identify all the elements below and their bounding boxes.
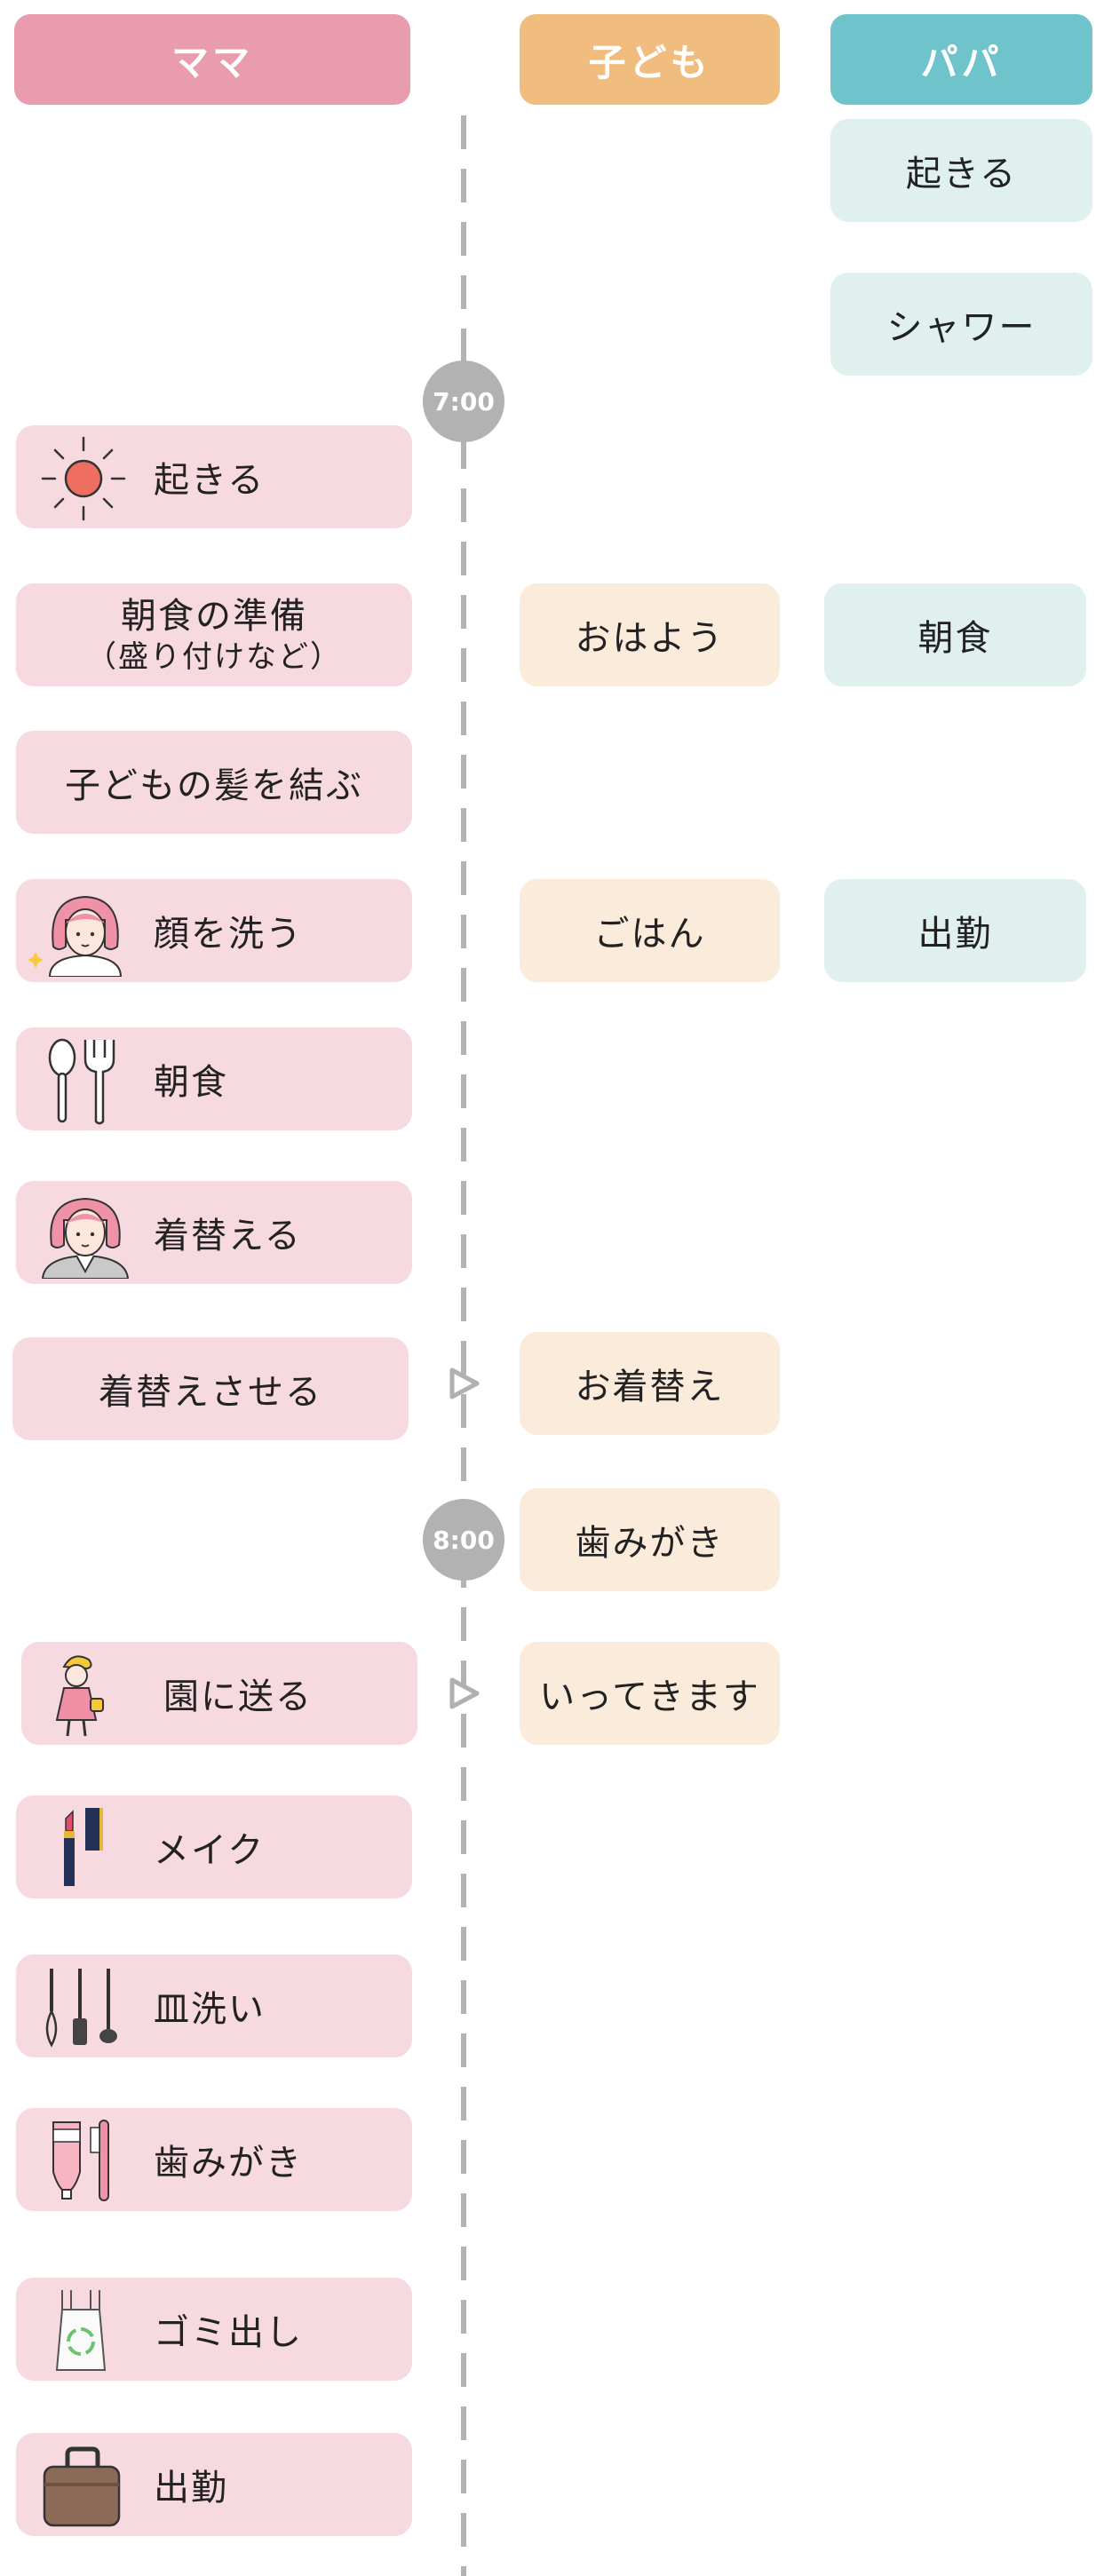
task-label: 歯みがき (154, 2143, 303, 2184)
mama-task: 朝食 (16, 1027, 412, 1130)
header-kid: 子ども (520, 14, 780, 105)
kitchen-utensils-icon (45, 1969, 117, 2048)
timeline (461, 115, 466, 2576)
header-mama: ママ (14, 14, 410, 105)
arrow-right-icon (449, 1677, 480, 1709)
kid-task: ごはん (520, 879, 780, 982)
task-label: 皿洗い (154, 1989, 266, 2030)
spoon-fork-icon (48, 1038, 115, 1125)
task-label: 顔を洗う (154, 914, 303, 955)
toothpaste-toothbrush-icon (52, 2120, 109, 2201)
task-label: 着替える (154, 1216, 302, 1256)
task-label: 出勤 (917, 914, 993, 955)
task-label: 起きる (154, 460, 266, 501)
task-label: 朝食の準備 (121, 595, 307, 637)
task-label: 着替えさせる (99, 1372, 322, 1413)
task-label: ごはん (593, 914, 706, 955)
kid-task: 歯みがき (520, 1488, 780, 1591)
mama-task: メイク (16, 1795, 412, 1898)
mama-task: 園に送る (21, 1642, 417, 1745)
kid-task: おはよう (520, 583, 780, 686)
woman-suit-icon (41, 1197, 130, 1279)
papa-task: シャワー (830, 273, 1092, 376)
task-label: メイク (154, 1830, 266, 1871)
header-papa: パパ (830, 14, 1092, 105)
mama-task: 起きる (16, 425, 412, 528)
mama-task: ゴミ出し (16, 2278, 412, 2381)
task-label: 朝食 (917, 618, 993, 659)
time-marker-7: 7:00 (423, 361, 504, 442)
arrow-right-icon (449, 1367, 480, 1399)
kid-task: お着替え (520, 1332, 780, 1435)
mama-task: 着替える (16, 1181, 412, 1284)
mama-task: 朝食の準備 （盛り付けなど） (16, 583, 412, 686)
task-label: シャワー (886, 307, 1036, 348)
mama-task: 出勤 (16, 2433, 412, 2536)
papa-task: 起きる (830, 119, 1092, 222)
papa-task: 朝食 (824, 583, 1086, 686)
task-label: 朝食 (154, 1062, 228, 1103)
task-label: 子どもの髪を結ぶ (65, 765, 363, 806)
task-label: おはよう (575, 618, 725, 659)
time-marker-8: 8:00 (423, 1499, 504, 1581)
mama-task: 子どもの髪を結ぶ (16, 731, 412, 834)
papa-task: 出勤 (824, 879, 1086, 982)
task-label: 起きる (905, 154, 1018, 194)
task-sublabel: （盛り付けなど） (86, 638, 342, 675)
sun-icon (41, 436, 126, 521)
task-label: ゴミ出し (154, 2312, 303, 2353)
mama-task: 着替えさせる (12, 1337, 409, 1440)
kid-task: いってきます (520, 1642, 780, 1745)
lipstick-icon (64, 1808, 103, 1886)
bag-icon (43, 2446, 121, 2527)
task-label: お着替え (575, 1367, 725, 1407)
task-label: いってきます (539, 1676, 760, 1717)
mama-task: 歯みがき (16, 2108, 412, 2211)
woman-face-icon (28, 895, 123, 977)
mama-task: 顔を洗う (16, 879, 412, 982)
trash-bag-icon (55, 2290, 107, 2371)
mama-task: 皿洗い (16, 1954, 412, 2057)
child-backpack-icon (55, 1655, 104, 1737)
task-label: 出勤 (154, 2468, 228, 2509)
task-label: 歯みがき (575, 1523, 725, 1564)
task-label: 園に送る (163, 1676, 313, 1717)
